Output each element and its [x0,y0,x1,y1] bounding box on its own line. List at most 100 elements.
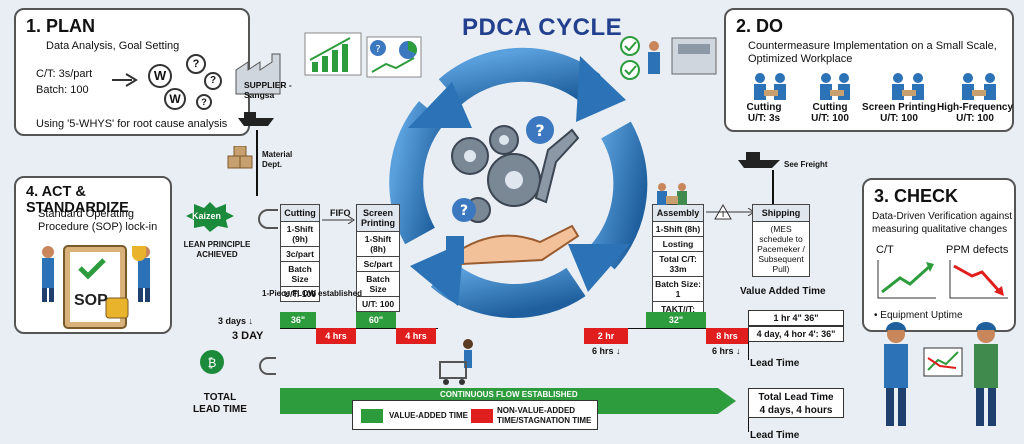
sop-label: SOP [74,292,108,309]
do-subtitle: Countermeasure Implementation on a Small… [748,40,997,65]
one-piece-flow-label: 1-Piece FLOW established [262,289,363,298]
nva-segment: 8 hrs [706,328,748,344]
process-row: 1-Shift (9h) [281,221,319,246]
ct-chart-label: C/T [876,244,894,256]
timeline-line [280,328,438,329]
process-row: Losting [653,236,703,251]
screen-printing-process-box: Screen Printing 1-Shift (8h) Sc/part Bat… [356,204,400,312]
process-row: Sc/part [357,256,399,271]
arrow-right-icon [706,208,755,216]
process-row: 1-Shift (8h) [653,221,703,236]
supplier-label: SUPPLIER - Sangsa [244,80,292,100]
workers-icon [657,183,687,205]
station-ut: U/T: 100 [956,113,994,124]
kaizen-burst-icon [186,202,234,232]
legend-nva-label: NON-VALUE-ADDED TIME/STAGNATION TIME [497,406,592,425]
cutting-process-box: Cutting 1-Shift (9h) 3c/part Batch Size … [280,204,320,302]
see-freight-label: See Freight [784,160,828,169]
lead-time-label-bottom: Lead Time [750,430,800,441]
kaizen-icon: ₿ [200,350,224,374]
lead-time-label: Lead Time [750,358,800,369]
process-row: Batch Size [357,271,399,296]
boxes-icon [227,146,253,169]
vat-value: 1 hr 4" 36" [748,310,844,326]
plan-ct: C/T: 3s/part [36,68,93,80]
factory-icon [235,53,281,95]
plan-batch: Batch: 100 [36,84,89,96]
material-label: Material Dept. [262,150,293,169]
va-segment: 60" [356,312,396,328]
vat-label: Value Added Time [740,286,826,297]
process-row: 1-Shift (8h) [357,231,399,256]
analysis-chart-icon: ? [366,36,422,78]
uptime-label: • Equipment Uptime [874,310,963,321]
why-circle-1: W [148,64,172,88]
check-subtitle: Data-Driven Verification against measuri… [872,211,1013,235]
nva-segment: 2 hr [584,328,628,344]
svg-text:?: ? [375,44,380,55]
total-lead-time-label: TOTAL LEAD TIME [193,392,247,415]
arrow-right-icon [112,73,138,87]
do-panel: 2. DO Countermeasure Implementation on a… [724,8,1014,132]
lean-label: LEAN PRINCIPLE ACHIEVED [183,240,251,259]
assembly-process-box: Assembly 1-Shift (8h) Losting Total C/T:… [652,204,704,327]
va-segment: 32" [646,312,706,328]
connector [772,170,774,204]
tlt-value: 4 days, 4 hours [759,405,833,416]
station-name: Cutting [746,102,782,113]
svg-text:?: ? [460,203,468,219]
station-ut: U/T: 100 [880,113,918,124]
station-ut: U/T: 100 [811,113,849,124]
process-title: Screen Printing [357,205,399,231]
connector [748,418,749,432]
check-panel: 3. CHECK Data-Driven Verification agains… [862,178,1016,332]
connector [256,130,258,196]
question-circle: ? [196,94,212,110]
plan-panel: 1. PLAN Data Analysis, Goal Setting C/T:… [14,8,250,136]
process-row: U/T: 100 [357,296,399,311]
total-lead-time-box: Total Lead Time 4 days, 4 hours [748,388,844,418]
question-circle: ? [186,54,206,74]
ship-icon [238,112,274,126]
svg-text:I: I [722,210,724,219]
cart-worker-icon [439,339,473,385]
process-row: 3c/part [281,246,319,261]
nva-segment: 4 hrs [396,328,436,344]
station-name: Cutting [812,102,848,113]
ship-icon [738,152,780,168]
sop-clipboard-icon [42,245,150,329]
shipping-process-box: Shipping (MES schedule to Pacemeker / Su… [752,204,810,277]
svg-text:₿: ₿ [208,356,217,370]
pdca-cycle-arrows [389,47,648,318]
do-title: 2. DO [736,16,784,36]
hours-label: 6 hrs ↓ [592,346,621,356]
inspectors-icon [884,322,998,426]
nva-segment: 4 hrs [316,328,356,344]
loop-arrow-icon [258,209,278,229]
process-title: Cutting [281,205,319,221]
lead-time-value: 4 day, 4 hor 4': 36" [748,326,844,342]
process-row: Batch Size: 1 [653,276,703,301]
days-label: 3 days ↓ [218,316,254,326]
tlt-title: Total Lead Time [758,392,834,403]
bar-chart-icon [304,32,362,76]
legend-nva-swatch [471,409,493,423]
question-circle: ? [204,72,222,90]
station-name: High-Frequency [936,102,1014,113]
loop-arrow-icon [259,357,276,375]
process-title: Shipping [753,205,809,221]
check-title: 3. CHECK [874,186,959,206]
va-segment: 36" [280,312,316,328]
timeline-line [628,328,748,329]
process-title: Assembly [653,205,703,221]
connector [748,342,749,360]
arrow-right-icon [322,216,355,224]
continuous-flow-label: CONTINUOUS FLOW ESTABLISHED [440,390,578,399]
act-panel: 4. ACT & STANDARDIZE Standard Operating … [14,176,172,334]
trend-down-icon [949,260,1008,299]
plan-title: 1. PLAN [26,16,96,36]
svg-text:?: ? [535,121,544,140]
